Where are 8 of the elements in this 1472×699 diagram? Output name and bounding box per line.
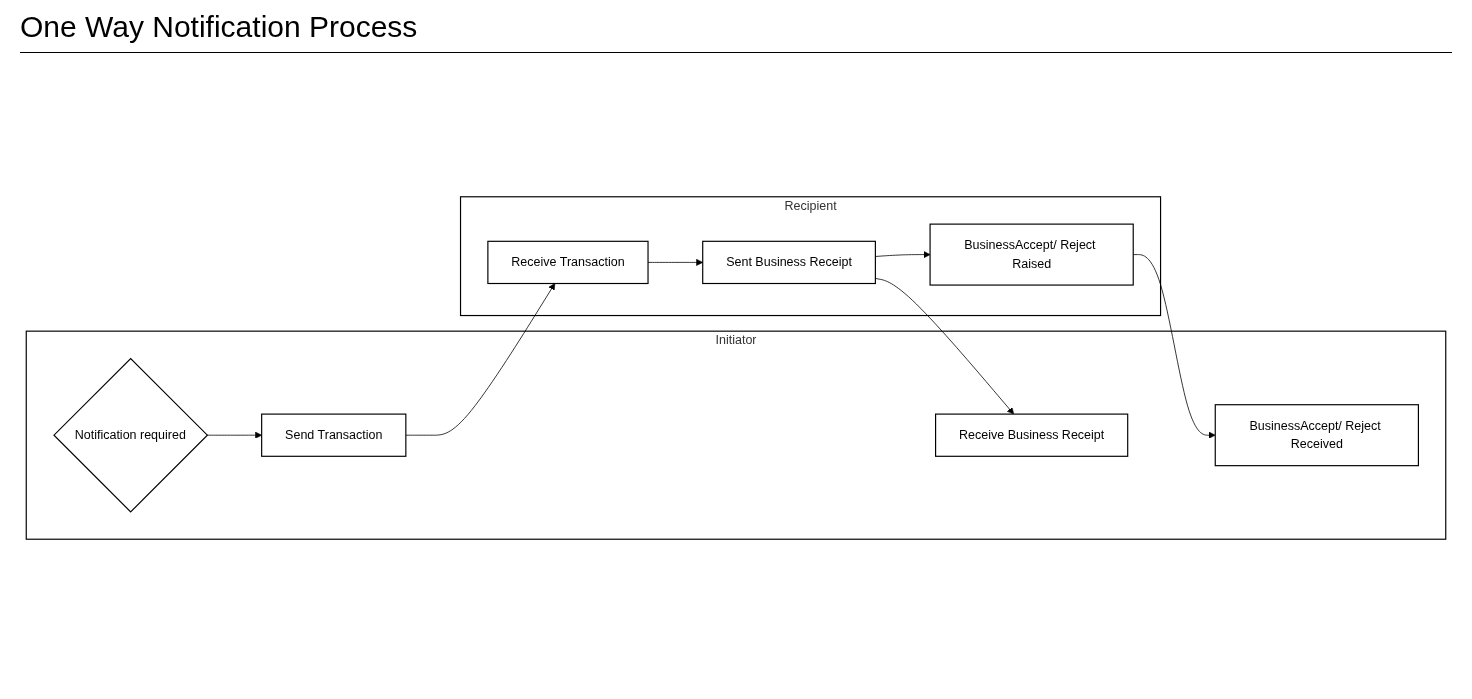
node-box: BusinessAccept/ Reject Raised xyxy=(929,223,1134,286)
node-box: Receive Business Receipt xyxy=(935,413,1129,457)
node-diamond: Notification required xyxy=(53,357,209,513)
node-box: Sent Business Receipt xyxy=(702,240,876,285)
node-box: BusinessAccept/ Reject Received xyxy=(1214,404,1419,467)
node-box: Send Transaction xyxy=(261,413,407,457)
node-box: Receive Transaction xyxy=(487,240,649,285)
diagram-title: One Way Notification Process xyxy=(20,10,1452,53)
